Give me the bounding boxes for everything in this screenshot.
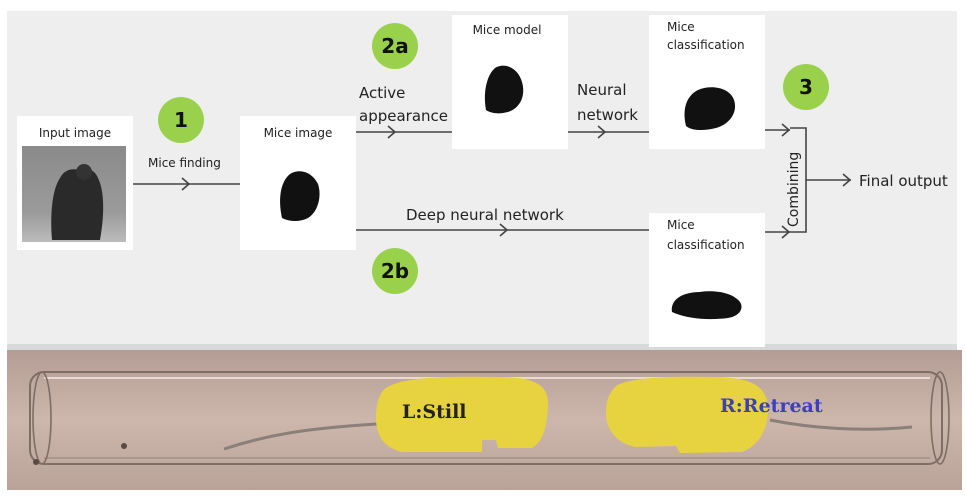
active-appearance-label-line1: Active (359, 84, 405, 102)
arrowhead-neural-network (597, 125, 607, 139)
step-3-text: 3 (799, 75, 813, 99)
tube: L:Still R:Retreat (29, 371, 950, 465)
input-image-box: Input image (17, 116, 133, 250)
classification-bottom-box: Mice classification (649, 213, 765, 347)
step-1-text: 1 (174, 108, 188, 132)
step-2a-badge: 2a (372, 23, 418, 69)
tube-left-end (32, 371, 52, 465)
mice-image-silhouette (280, 171, 320, 221)
left-mouse-blob (376, 376, 549, 452)
classification-top-silhouette (684, 87, 736, 131)
arrowhead-combine-bottom (781, 225, 791, 239)
mice-image-label: Mice image (264, 126, 333, 140)
arrowhead-mice-finding (181, 177, 191, 191)
classification-top-line2: classification (667, 38, 745, 52)
mice-image-box: Mice image (240, 116, 356, 250)
mice-model-label: Mice model (473, 23, 542, 37)
mice-model-silhouette (484, 65, 524, 114)
right-mouse-blob (606, 376, 768, 453)
tube-debris (121, 443, 127, 449)
tube-debris-2 (33, 459, 39, 465)
neural-network-label-line1: Neural (577, 81, 626, 99)
step-2a-text: 2a (381, 34, 408, 58)
arrowhead-combine-top (781, 123, 791, 137)
active-appearance-label-line2: appearance (359, 107, 448, 125)
arrowhead-deep-neural-network (499, 223, 509, 237)
tube-body (29, 371, 943, 465)
step-1-badge: 1 (158, 97, 204, 143)
left-state-label: L:Still (402, 401, 467, 423)
input-image-label: Input image (39, 126, 111, 140)
right-state-label: R:Retreat (720, 395, 823, 417)
combining-label: Combining (786, 152, 802, 227)
right-mouse-tail (769, 418, 913, 431)
neural-network-label-line2: network (577, 106, 638, 124)
deep-neural-network-label: Deep neural network (406, 206, 564, 224)
classification-top-box: Mice classification (649, 15, 765, 149)
classification-bottom-line1: Mice (667, 218, 695, 232)
left-mouse-tail (223, 422, 379, 451)
mice-model-box: Mice model (452, 15, 568, 149)
classification-top-line1: Mice (667, 20, 695, 34)
classification-bottom-silhouette (671, 291, 742, 320)
step-2b-badge: 2b (372, 248, 418, 294)
classification-bottom-line2: classification (667, 238, 745, 252)
arrowhead-final-output (842, 173, 852, 187)
connectors (133, 123, 852, 239)
tube-right-end (930, 371, 950, 465)
step-3-badge: 3 (783, 64, 829, 110)
step-2b-text: 2b (381, 259, 409, 283)
input-mouse-silhouette (51, 168, 104, 240)
final-output-label: Final output (859, 172, 948, 190)
mice-finding-label: Mice finding (148, 156, 221, 170)
panel-divider (7, 344, 957, 352)
input-mouse-head (76, 164, 92, 180)
arrowhead-active-appearance (387, 125, 397, 139)
